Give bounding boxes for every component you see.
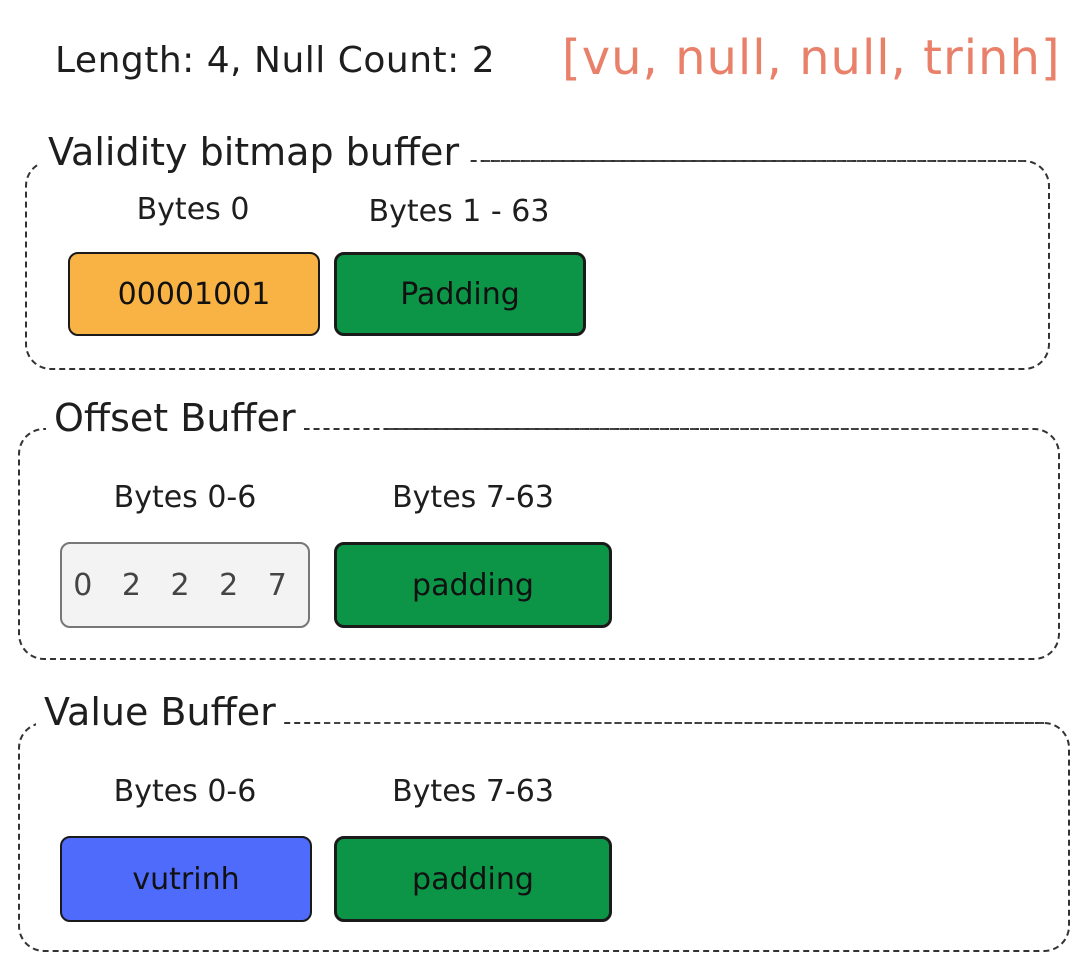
- offset-values-cell: 0 2 2 2 7: [60, 542, 310, 628]
- offset-bytes-0-6-label: Bytes 0-6: [113, 480, 257, 515]
- offset-bytes-7-63-label: Bytes 7-63: [392, 480, 554, 515]
- validity-bitmap-title: Validity bitmap buffer: [40, 130, 468, 174]
- offset-buffer-title: Offset Buffer: [46, 396, 304, 440]
- value-bytes-0-6-label: Bytes 0-6: [113, 774, 257, 809]
- value-padding-cell: padding: [334, 836, 612, 922]
- value-data-cell: vutrinh: [60, 836, 312, 922]
- offset-padding-cell: padding: [334, 542, 612, 628]
- value-buffer-title: Value Buffer: [36, 690, 284, 734]
- validity-bitmap-byte-cell: 00001001: [68, 252, 320, 336]
- length-null-count-text: Length: 4, Null Count: 2: [55, 40, 496, 81]
- validity-padding-cell: Padding: [334, 252, 586, 336]
- validity-bitmap-title-rule: [484, 160, 1024, 162]
- validity-bytes-0-label: Bytes 0: [136, 192, 250, 227]
- validity-bytes-1-63-label: Bytes 1 - 63: [368, 194, 550, 229]
- array-values-text: [vu, null, null, trinh]: [562, 30, 1061, 86]
- offset-buffer-title-rule: [388, 428, 1028, 430]
- value-bytes-7-63-label: Bytes 7-63: [392, 774, 554, 809]
- value-buffer-title-rule: [324, 722, 1044, 724]
